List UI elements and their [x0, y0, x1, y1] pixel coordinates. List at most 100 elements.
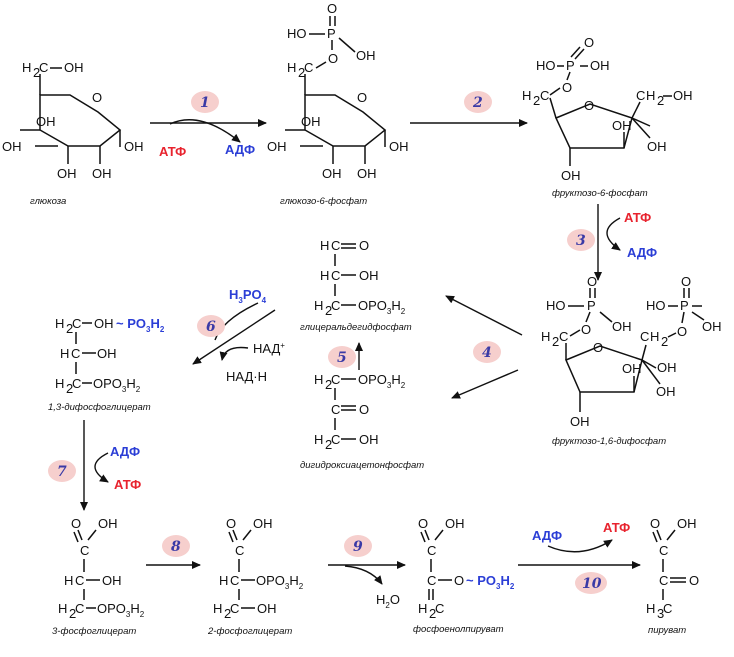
pep-po3h2: ~ PO3H2: [466, 573, 515, 591]
svg-text:C: C: [640, 329, 649, 344]
svg-text:C: C: [331, 238, 340, 253]
svg-text:OH: OH: [677, 516, 697, 531]
svg-text:2: 2: [69, 606, 76, 621]
glucose-caption: глюкоза: [30, 196, 66, 207]
svg-text:HO: HO: [536, 58, 556, 73]
svg-text:C: C: [559, 329, 568, 344]
glucose-c4-oh: OH: [36, 114, 56, 129]
svg-text:OH: OH: [647, 139, 667, 154]
step-6-nad-plus: НАД+: [253, 341, 285, 356]
svg-text:H: H: [541, 329, 550, 344]
svg-text:2: 2: [325, 437, 332, 452]
svg-text:O: O: [454, 573, 464, 588]
svg-text:O: O: [593, 340, 603, 355]
g3p-opo3h2: OPO3H2: [358, 298, 406, 316]
svg-text:H: H: [320, 238, 329, 253]
g6p-structure: H 2 C O P O HO OH O OH OH OH OH OH глюко…: [267, 1, 409, 207]
glucose-c1-oh: OH: [124, 139, 144, 154]
step-1-badge: [191, 91, 219, 113]
step-9-h2o: H2O: [376, 592, 400, 610]
svg-text:OH: OH: [656, 384, 676, 399]
svg-text:H: H: [418, 601, 427, 616]
svg-text:OH: OH: [612, 118, 632, 133]
svg-text:OH: OH: [257, 601, 277, 616]
svg-text:OH: OH: [561, 168, 581, 183]
svg-text:H: H: [64, 573, 73, 588]
step-10-adp: АДФ: [532, 528, 562, 543]
glucose-c2-oh-a: OH: [57, 166, 77, 181]
svg-text:2: 2: [552, 334, 559, 349]
svg-text:P: P: [680, 298, 689, 313]
svg-text:C: C: [427, 543, 436, 558]
g6p-caption: глюкозо-6-фосфат: [280, 196, 367, 207]
f6p-caption: фруктозо-6-фосфат: [552, 188, 648, 199]
svg-text:H: H: [55, 376, 64, 391]
pep-structure: O OH C C O ~ PO3H2 H 2 C фосфоенолпирува…: [413, 516, 515, 635]
g6p-p-ho: HO: [287, 26, 307, 41]
g3p-structure: H C O H C OH H 2 C OPO3H2 глицеральдегид…: [300, 238, 412, 333]
svg-text:O: O: [677, 324, 687, 339]
step-3-atp: АТФ: [624, 210, 651, 225]
svg-text:O: O: [418, 516, 428, 531]
f6p-structure: O H 2 C O P O HO OH C H 2 OH OH OH OH фр…: [522, 35, 693, 199]
step-1-atp: АТФ: [159, 144, 186, 159]
svg-text:C: C: [663, 601, 672, 616]
glucose-h2-subscript: 2: [33, 65, 40, 80]
svg-text:C: C: [331, 372, 340, 387]
svg-text:H: H: [213, 601, 222, 616]
pep-caption: фосфоенолпируват: [413, 624, 504, 635]
svg-text:C: C: [75, 573, 84, 588]
svg-text:C: C: [331, 298, 340, 313]
svg-text:3: 3: [657, 606, 664, 621]
svg-text:O: O: [650, 516, 660, 531]
svg-text:O: O: [226, 516, 236, 531]
svg-text:OH: OH: [97, 346, 117, 361]
svg-text:O: O: [584, 35, 594, 50]
pyruvate-caption: пируват: [648, 625, 686, 636]
svg-text:2: 2: [298, 65, 305, 80]
svg-text:C: C: [540, 88, 549, 103]
svg-text:O: O: [562, 80, 572, 95]
g3p-caption: глицеральдегидфосфат: [300, 322, 412, 333]
step-9-badge: [344, 535, 372, 557]
svg-text:O: O: [587, 274, 597, 289]
step-7-adp: АДФ: [110, 444, 140, 459]
step-9: 9 H2O: [328, 535, 406, 610]
svg-text:OH: OH: [702, 319, 722, 334]
svg-text:C: C: [230, 601, 239, 616]
svg-text:C: C: [235, 543, 244, 558]
svg-text:H: H: [646, 88, 655, 103]
svg-text:H: H: [60, 346, 69, 361]
svg-text:O: O: [689, 573, 699, 588]
svg-text:HO: HO: [546, 298, 566, 313]
svg-text:4: 4: [482, 345, 492, 361]
svg-text:2: 2: [429, 606, 436, 621]
f6p-p: P: [566, 58, 575, 73]
svg-text:2: 2: [657, 93, 664, 108]
svg-text:O: O: [359, 402, 369, 417]
svg-text:C: C: [659, 543, 668, 558]
svg-text:OH: OH: [98, 516, 118, 531]
glucose-ring-o: O: [92, 90, 102, 105]
g6p-p-o: O: [327, 1, 337, 16]
svg-text:2: 2: [533, 93, 540, 108]
step-3-adp: АДФ: [627, 245, 657, 260]
step-3-badge: [567, 229, 595, 251]
step-7-badge: [48, 460, 76, 482]
svg-text:2: 2: [66, 381, 73, 396]
svg-text:2: 2: [325, 303, 332, 318]
svg-text:H: H: [219, 573, 228, 588]
pg2-caption: 2-фосфоглицерат: [207, 626, 292, 637]
svg-text:C: C: [659, 573, 668, 588]
glucose-c6-oh: OH: [64, 60, 84, 75]
glucose-structure: H 2 C OH O OH OH OH OH OH глюкоза: [2, 60, 144, 207]
g6p-p: P: [327, 26, 336, 41]
step-5: 5: [328, 342, 363, 370]
step-8-badge: [162, 535, 190, 557]
svg-text:OH: OH: [657, 360, 677, 375]
step-6: 6 H3PO4 НАД+ НАД·Н: [192, 287, 285, 384]
step-10-atp: АТФ: [603, 520, 630, 535]
svg-text:OH: OH: [359, 432, 379, 447]
svg-text:OH: OH: [673, 88, 693, 103]
svg-text:H: H: [314, 432, 323, 447]
